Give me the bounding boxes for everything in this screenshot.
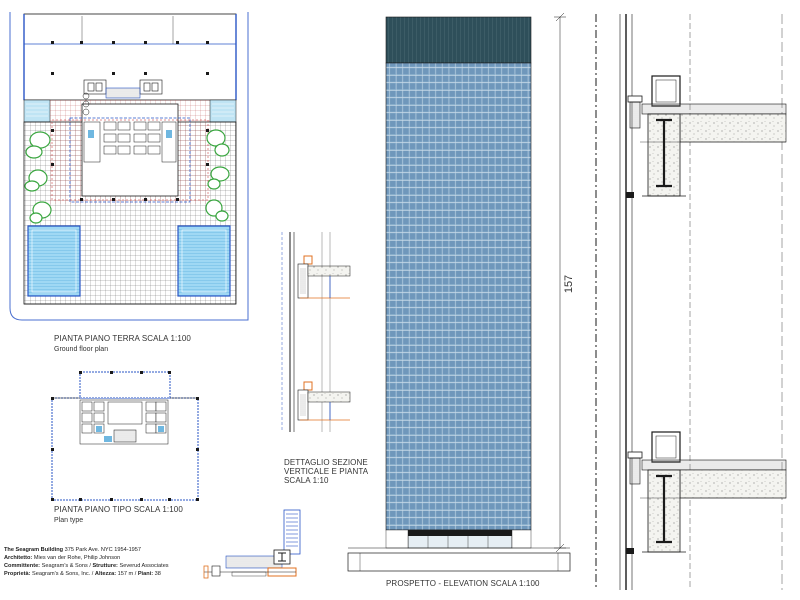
height-dimension-label: 157: [563, 274, 576, 294]
curtain-wall-facade: [385, 62, 532, 531]
info-building-line: The Seagram Building 375 Park Ave. NYC 1…: [4, 547, 142, 553]
info-owner-line: Proprietà: Seagram's & Sons, Inc. / Alte…: [4, 571, 161, 577]
detail-title-line2: VERTICALE E PIANTA: [284, 467, 369, 476]
height-dimension: [554, 12, 566, 553]
detail-scale: SCALA 1:10: [284, 476, 329, 485]
typical-floor-title: PIANTA PIANO TIPO SCALA 1:100: [54, 505, 183, 514]
lower-concrete-slab: [679, 469, 787, 499]
ground-floor-subtitle: Ground floor plan: [54, 346, 109, 353]
steel-column-lower: [656, 474, 672, 544]
site-boundary: [9, 12, 249, 321]
curtain-wall-detail: [281, 232, 351, 432]
mechanical-crown: [385, 16, 532, 64]
building-elevation: [347, 12, 571, 572]
elevation-caption: PROSPETTO - ELEVATION SCALA 1:100: [386, 579, 540, 588]
steel-column-upper: [656, 118, 672, 188]
lobby-hall: [23, 13, 237, 101]
typical-floor-subtitle: Plan type: [54, 517, 84, 524]
pool-right: [177, 225, 231, 297]
ground-floor-plan: [9, 12, 249, 321]
info-client-line: Committente: Seagram's & Sons / Struttur…: [4, 563, 169, 569]
upper-concrete-slab: [679, 113, 787, 143]
building-info-block: The Seagram Building 375 Park Ave. NYC 1…: [4, 546, 169, 578]
pool-left: [27, 225, 81, 297]
wall-section-detail: [595, 14, 787, 590]
info-architect-line: Architetto: Mies van der Rohe, Philip Jo…: [4, 555, 121, 561]
ground-floor-title: PIANTA PIANO TERRA SCALA 1:100: [54, 334, 191, 343]
plan-detail: [203, 509, 301, 579]
plaza-plinth: [347, 552, 571, 572]
detail-title-line1: DETTAGLIO SEZIONE: [284, 458, 368, 467]
typical-floor-plan: [51, 371, 199, 501]
